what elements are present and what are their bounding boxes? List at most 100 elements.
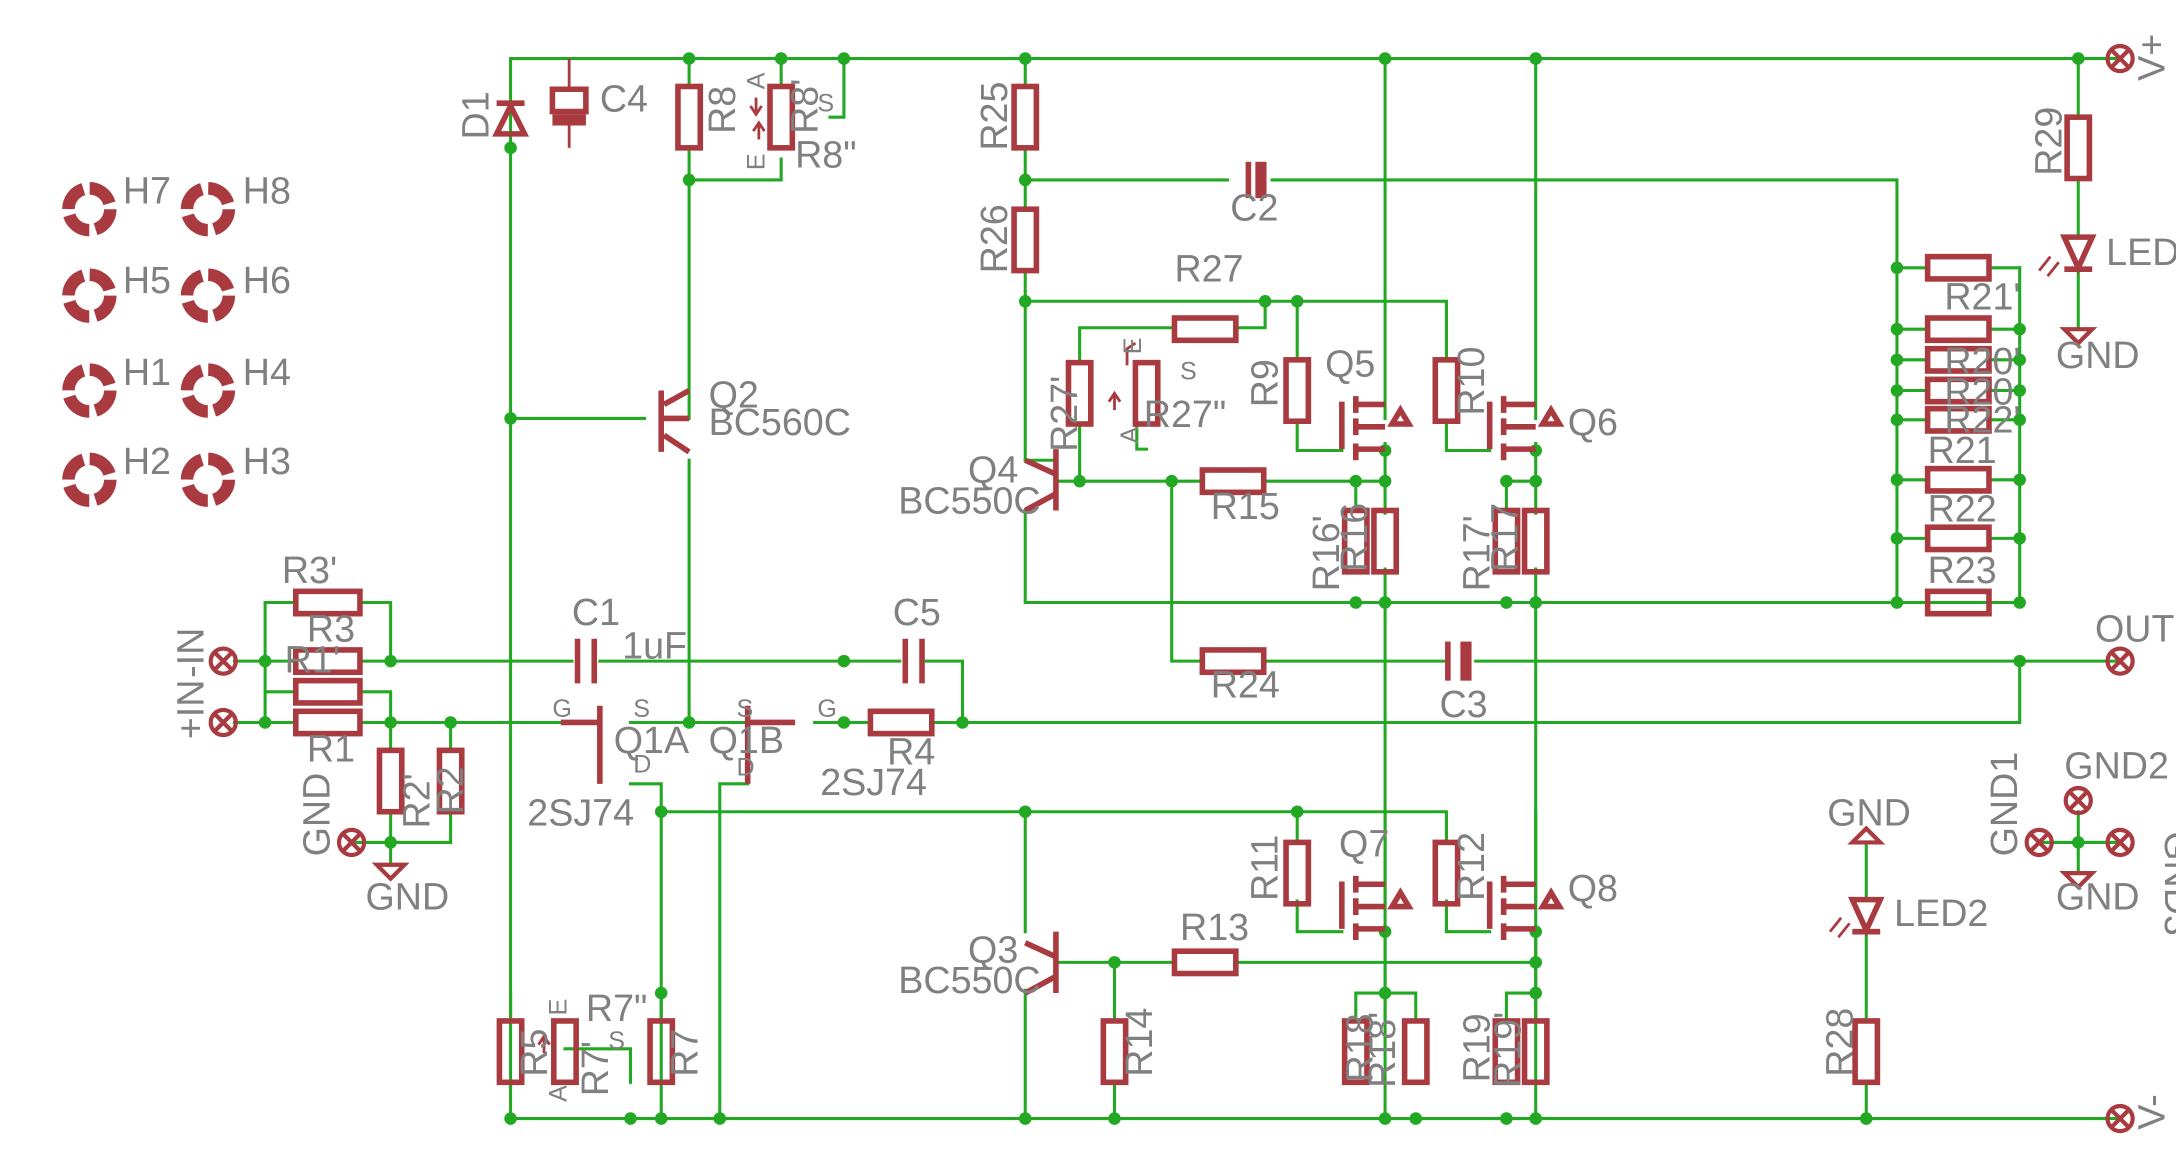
label-R3p: R3' bbox=[282, 549, 337, 591]
svg-text:D: D bbox=[633, 751, 651, 779]
label-R19: R19 bbox=[1456, 1013, 1498, 1082]
label-C1: C1 bbox=[572, 591, 620, 633]
label-Q6: Q6 bbox=[1568, 401, 1618, 443]
label-R8p: R8' bbox=[783, 79, 825, 134]
label-BC550C-b: BC550C bbox=[898, 959, 1040, 1001]
label-R27pp: R27" bbox=[1144, 393, 1226, 435]
label-uF: 1uF bbox=[622, 624, 687, 666]
label-R2: R2 bbox=[429, 766, 471, 814]
label-R7p: R7' bbox=[574, 1041, 616, 1096]
label-R15: R15 bbox=[1211, 485, 1280, 527]
label-R21p: R21' bbox=[1944, 276, 2020, 318]
label-Vminus: V- bbox=[2131, 1094, 2173, 1130]
diodes-leds bbox=[492, 99, 2097, 939]
label-R20: R20 bbox=[1944, 370, 2013, 412]
label-R7: R7 bbox=[663, 1029, 705, 1077]
svg-text:E: E bbox=[1119, 338, 1147, 355]
label-R7pp: R7" bbox=[586, 987, 647, 1029]
label-R25: R25 bbox=[973, 82, 1015, 151]
label-R10: R10 bbox=[1450, 347, 1492, 416]
svg-text:A: A bbox=[742, 72, 770, 89]
label-Q4: Q4 bbox=[968, 449, 1018, 491]
label-H2: H2 bbox=[123, 440, 171, 482]
label-Vplus: V+ bbox=[2131, 34, 2173, 81]
label-GND-in: GND bbox=[295, 773, 337, 857]
label-Q1A: Q1A bbox=[614, 719, 690, 761]
label-2SJ74-a: 2SJ74 bbox=[527, 792, 634, 834]
label-R4: R4 bbox=[887, 730, 935, 772]
label-R17: R17 bbox=[1484, 503, 1526, 572]
label-Q2: Q2 bbox=[709, 373, 759, 415]
svg-text:A: A bbox=[1116, 427, 1144, 444]
label-H6: H6 bbox=[243, 259, 291, 301]
capacitors bbox=[549, 58, 1472, 684]
svg-text:S: S bbox=[1180, 357, 1197, 385]
label-H3: H3 bbox=[243, 440, 291, 482]
label-R22p: R22' bbox=[1944, 398, 2020, 440]
label-R18: R18 bbox=[1339, 1013, 1381, 1082]
label-C5: C5 bbox=[893, 591, 941, 633]
label-GND-sym: GND bbox=[366, 875, 450, 917]
svg-text:G: G bbox=[552, 695, 572, 723]
label-R24: R24 bbox=[1211, 663, 1280, 705]
label-Q8: Q8 bbox=[1568, 867, 1618, 909]
label-R20p: R20' bbox=[1944, 340, 2020, 382]
wires bbox=[232, 57, 2122, 1121]
label-LED3: LED3 bbox=[2106, 231, 2176, 273]
label-R29: R29 bbox=[2028, 107, 2070, 176]
label-GND2: GND2 bbox=[2064, 744, 2169, 786]
label-R9: R9 bbox=[1244, 359, 1286, 407]
label-R16: R16 bbox=[1333, 503, 1375, 572]
label-H1: H1 bbox=[123, 351, 171, 393]
label-H7: H7 bbox=[123, 170, 171, 212]
label-R12: R12 bbox=[1450, 832, 1492, 901]
label-R23: R23 bbox=[1928, 549, 1997, 591]
label-R8: R8 bbox=[701, 86, 743, 134]
label-GND3: GND3 bbox=[2157, 831, 2176, 936]
resistors bbox=[293, 83, 2093, 1086]
mounting-holes bbox=[62, 182, 236, 507]
label-GND-led2: GND bbox=[1827, 792, 1911, 834]
ground-symbols bbox=[371, 327, 2098, 891]
label-minusIN: -IN bbox=[170, 628, 212, 678]
svg-text:S: S bbox=[817, 90, 834, 118]
label-D1: D1 bbox=[454, 91, 496, 139]
label-R22: R22 bbox=[1928, 488, 1997, 530]
label-R13: R13 bbox=[1180, 906, 1249, 948]
label-GND-r: GND bbox=[2056, 875, 2140, 917]
label-R17p: R17' bbox=[1456, 515, 1498, 591]
label-C3: C3 bbox=[1439, 683, 1487, 725]
terminal-pads bbox=[208, 43, 2135, 1134]
transistors bbox=[560, 388, 1565, 996]
label-plusIN: +IN bbox=[170, 680, 212, 740]
label-Q5: Q5 bbox=[1325, 343, 1375, 385]
junction-nodes bbox=[258, 52, 2085, 1125]
label-GND-top: GND bbox=[2056, 334, 2140, 376]
svg-text:D: D bbox=[737, 753, 755, 781]
label-R26: R26 bbox=[973, 204, 1015, 273]
label-R27p: R27' bbox=[1043, 376, 1085, 452]
label-R27: R27 bbox=[1174, 248, 1243, 290]
pin-labels: A S E E S A E S A G S D S G D bbox=[544, 72, 1196, 1102]
label-R1p: R1' bbox=[285, 638, 340, 680]
label-H5: H5 bbox=[123, 259, 171, 301]
label-C4: C4 bbox=[600, 78, 648, 120]
label-R18p: R18' bbox=[1361, 1012, 1403, 1088]
label-BC560C: BC560C bbox=[709, 401, 851, 443]
label-OUT: OUT bbox=[2095, 608, 2174, 650]
label-BC550C-a: BC550C bbox=[898, 479, 1040, 521]
svg-text:S: S bbox=[737, 695, 754, 723]
svg-text:E: E bbox=[544, 999, 572, 1016]
label-C2: C2 bbox=[1230, 186, 1278, 228]
label-R11: R11 bbox=[1244, 835, 1286, 901]
label-2SJ74-b: 2SJ74 bbox=[820, 761, 927, 803]
label-Q1B: Q1B bbox=[709, 719, 784, 761]
label-H4: H4 bbox=[243, 351, 291, 393]
label-LED2: LED2 bbox=[1894, 892, 1988, 934]
label-GND1: GND1 bbox=[1983, 752, 2025, 857]
svg-text:S: S bbox=[633, 695, 650, 723]
label-R19p: R19' bbox=[1486, 1012, 1528, 1088]
svg-text:A: A bbox=[544, 1085, 572, 1102]
label-R28: R28 bbox=[1818, 1008, 1860, 1077]
